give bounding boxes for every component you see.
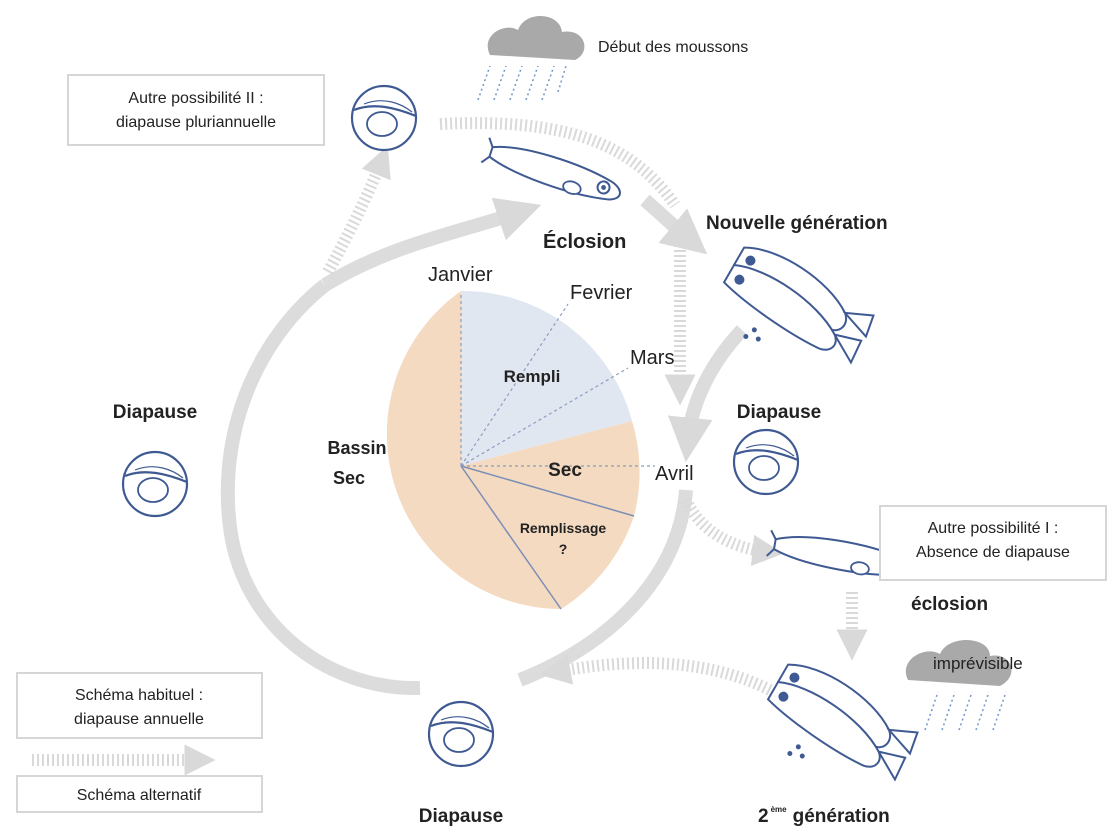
egg-icon-right xyxy=(732,428,800,496)
diapause-left-label: Diapause xyxy=(113,402,197,423)
legend-alternative-box-frame xyxy=(16,775,263,813)
pie-month-mars: Mars xyxy=(630,347,674,369)
eclosion-top-label: Éclosion xyxy=(543,230,626,253)
alt2-box-line2: diapause pluriannuelle xyxy=(116,114,276,131)
pie-divider-1 xyxy=(460,465,635,517)
month-guides xyxy=(460,295,655,467)
nouvelle-generation-label: Nouvelle génération xyxy=(706,213,888,234)
egg-icon-bottom xyxy=(427,700,495,768)
larva-icon-top xyxy=(480,137,621,201)
cycle-arrow-to-eclosion xyxy=(321,197,542,291)
pie-label-remplissage-q: ? xyxy=(559,541,568,557)
diapause-bottom-label: Diapause xyxy=(419,806,503,827)
rain-cloud-icon-bottom xyxy=(905,639,1012,731)
rain-cloud-icon-top xyxy=(477,15,585,101)
pie-month-fevrier: Fevrier xyxy=(570,282,633,304)
cycle-arrow-gen-to-diapause xyxy=(667,325,748,463)
legend-habitual-line2: diapause annuelle xyxy=(74,711,204,728)
egg-icon-top xyxy=(350,84,418,152)
pie-label-remplissage: Remplissage xyxy=(520,520,607,536)
alt1-box-line1: Autre possibilité I : xyxy=(928,520,1059,537)
pie-label-bassin-sec: Sec xyxy=(333,468,365,488)
pie-slice-rempli xyxy=(461,290,632,466)
fish-pair-icon-bottom xyxy=(766,663,919,782)
pie-slice-bassin-sec xyxy=(386,291,561,609)
alt-arrow-back xyxy=(539,653,773,696)
pie-label-bassin: Bassin xyxy=(327,438,386,458)
fish-pair-icon-top xyxy=(722,246,875,365)
alt2-box-frame xyxy=(67,74,325,146)
legend-habitual-line1: Schéma habituel : xyxy=(75,687,203,704)
pie-month-avril: Avril xyxy=(655,463,694,485)
eclosion-lower-label: éclosion xyxy=(911,594,988,615)
pie-label-rempli: Rempli xyxy=(504,367,561,386)
pie-slice-remplissage xyxy=(461,466,634,609)
pie-divider-2 xyxy=(460,465,562,610)
pie-label-sec: Sec xyxy=(548,460,582,481)
pie-month-janvier: Janvier xyxy=(428,264,493,286)
alt2-box-line1: Autre possibilité II : xyxy=(128,90,263,107)
alt-arrow-up-left xyxy=(322,145,391,275)
pond-calendar-pie xyxy=(386,290,655,610)
alt1-box-frame xyxy=(879,505,1107,581)
diapause-right-label: Diapause xyxy=(737,402,821,423)
alt1-box-line2: Absence de diapause xyxy=(916,544,1070,561)
cycle-arrow-main xyxy=(220,279,421,696)
egg-icon-left xyxy=(121,450,189,518)
alternative-arrows xyxy=(32,117,868,776)
alt-arrow-top xyxy=(439,117,680,209)
legend-alternative-label: Schéma alternatif xyxy=(77,787,202,804)
pie-slice-sec xyxy=(461,421,640,516)
cycle-arrow-to-diapause xyxy=(640,194,708,255)
alt-arrow-to-eclosion-lower xyxy=(680,497,784,566)
imprevisible-label: imprévisible xyxy=(933,654,1023,673)
legend-habitual-box-frame xyxy=(16,672,263,739)
cloud-top-label: Début des moussons xyxy=(598,39,748,56)
